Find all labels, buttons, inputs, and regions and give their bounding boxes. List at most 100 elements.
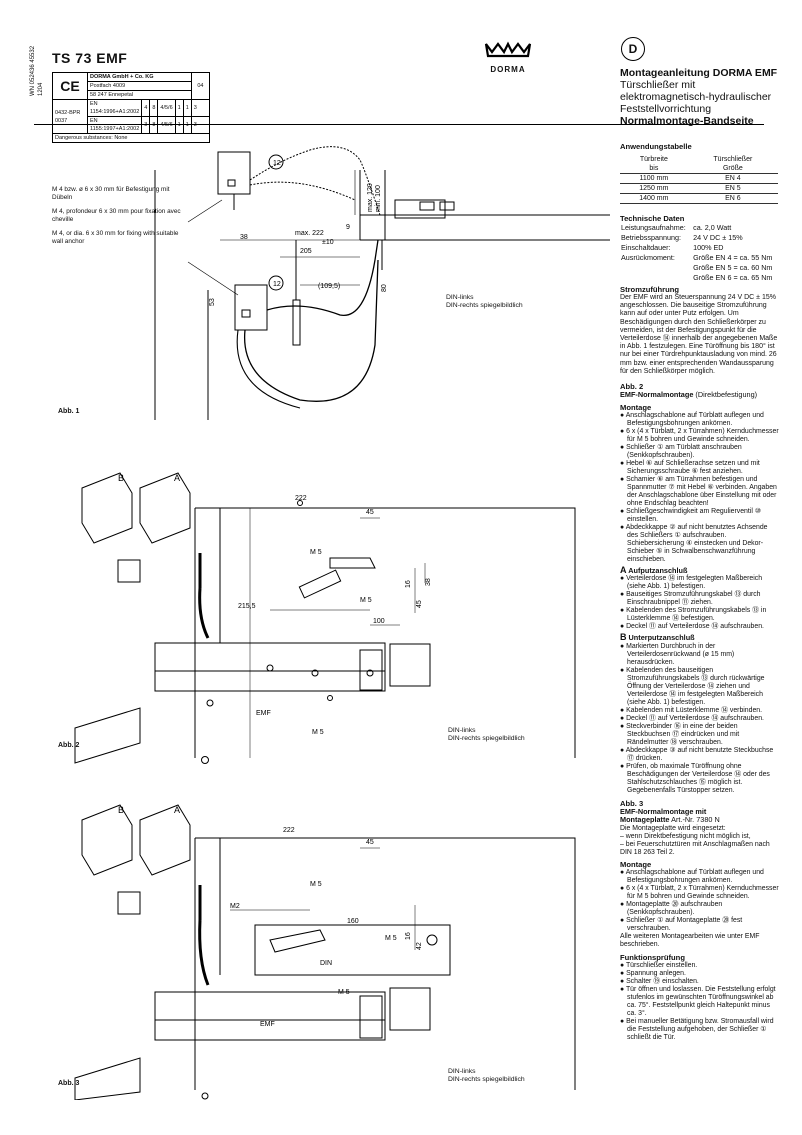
dorma-logo: DORMA xyxy=(480,40,536,74)
abb2-montage: Montage xyxy=(620,402,652,412)
fig2-dim-38: 38 xyxy=(425,578,432,586)
abb3-montage: Montage xyxy=(620,860,652,869)
fig1-dim-9: 9 xyxy=(346,224,350,231)
list-item: ● Abdeckkappe ③ auf nicht benutzte Steck… xyxy=(620,746,774,762)
intro-line: – bei Feuerschutztüren mit Anschlagmaßen… xyxy=(620,841,770,856)
fig3-dim-45: 45 xyxy=(366,839,374,846)
list-item: ● Hebel ⑥ auf Schließerachse setzen und … xyxy=(620,459,760,475)
list-item: ● Kabelenden des Stromzuführungskabels ⑬… xyxy=(620,607,767,623)
list-item: ● Kabelenden mit Lüsterklemme ⑭ verbinde… xyxy=(620,706,763,714)
fig3-dim-42: 42 xyxy=(416,942,423,950)
tech-val: 100% ED xyxy=(693,243,724,252)
list-item: ● Montageplatte ⑳ aufschrauben (Senkkopf… xyxy=(620,901,723,916)
doc-title-line3: elektromagnetisch-hydraulischer xyxy=(620,91,772,103)
fig2-diagram: B A 222 45 M 5 M 5 M 5 215,5 100 16 45 3… xyxy=(74,472,576,764)
fig2-dim-100: 100 xyxy=(373,618,385,625)
fig3-m5b: M 5 xyxy=(385,935,397,942)
fig1-din-label: DIN-links DIN-rechts spiegelbildlich xyxy=(446,294,523,310)
logo-text: DORMA xyxy=(490,65,526,74)
caption-abb3: Abb. 3 xyxy=(58,1080,80,1087)
cell: 1250 mm xyxy=(620,183,688,194)
tech-heading: Technische Daten xyxy=(620,214,685,223)
header-rule xyxy=(34,124,764,125)
list-item: ● Bei manueller Betätigung bzw. Stromaus… xyxy=(620,1018,774,1041)
norm-2-val: 3 xyxy=(141,116,151,134)
funktion-list: ● Türschließer einstellen. ● Spannung an… xyxy=(620,962,780,1042)
fig2-m5b: M 5 xyxy=(360,597,372,604)
fig1-dim-80: 80 xyxy=(381,284,388,292)
fig2-dim-45b: 45 xyxy=(416,600,423,608)
company-name: DORMA GmbH + Co. KG xyxy=(86,72,192,82)
norm-1-val: 1 xyxy=(174,99,184,117)
fig3-din-mark: DIN xyxy=(320,960,332,967)
dangerous-substances: Dangerous substances: None xyxy=(52,133,210,143)
list-item: ● Tür öffnen und loslassen. Die Feststel… xyxy=(620,986,776,1017)
a-title: Aufputzanschluß xyxy=(628,565,688,575)
norm-2: EN 1155:1997+A1:2002 xyxy=(86,116,143,134)
list-item: ● Schalter ⑲ einschalten. xyxy=(620,978,699,985)
doc-title-line1: Montageanleitung DORMA EMF xyxy=(620,67,778,79)
cell: 1100 mm xyxy=(620,173,688,184)
fig2-din-label: DIN-links DIN-rechts spiegelbildlich xyxy=(448,727,525,743)
funktion-heading: Funktionsprüfung xyxy=(620,953,685,962)
caption-abb1: Abb. 1 xyxy=(58,408,80,415)
list-item: ● 6 x (4 x Türblatt, 2 x Türrahmen) Kern… xyxy=(620,427,779,443)
address-2: 58 247 Ennepetal xyxy=(86,90,192,100)
list-item: ● Schließer ① auf Montageplatte ⑳ fest v… xyxy=(620,917,743,932)
b-list: ● Markierten Durchbruch in der Verteiler… xyxy=(620,643,780,795)
ce-mark: CE xyxy=(52,72,88,100)
list-item: ● Spannung anlegen. xyxy=(620,970,686,977)
fig3-emf-label: EMF xyxy=(260,1021,275,1028)
tech-key: Einschaltdauer: xyxy=(621,243,671,252)
fig3-m2: M2 xyxy=(230,903,240,910)
intro-line: Die Montageplatte wird eingesetzt: xyxy=(620,825,726,832)
abb2-sub2: (Direktbefestigung) xyxy=(695,390,758,400)
list-item: ● Anschlagschablone auf Türblatt auflege… xyxy=(620,411,764,427)
list-item: ● Türschließer einstellen. xyxy=(620,962,698,969)
abb3-sub2: Montageplatte xyxy=(620,815,670,825)
strom-text: Der EMF wird an Steuerspannung 24 V DC ±… xyxy=(620,294,778,375)
fig1-callout-12b: 12 xyxy=(273,281,281,288)
tech-val: ca. 2,0 Watt xyxy=(693,223,732,232)
anw-col2b: Größe xyxy=(722,165,743,172)
abb3-sub: EMF-Normalmontage mit xyxy=(620,806,707,816)
fig1-callout-12a: 12 xyxy=(273,160,281,167)
doc-title: Montageanleitung DORMA EMF Türschließer … xyxy=(620,67,777,127)
abb2-heading: Abb. 2 xyxy=(620,382,644,392)
fig1-notes: M 4 bzw. ø 6 x 30 mm für Befestigung mit… xyxy=(52,186,187,246)
fig1-dim-pm10: ±10 xyxy=(322,239,334,246)
abb3-tail: Alle weiteren Montagearbeiten wie unter … xyxy=(620,933,760,948)
list-item: ● Schließer ① am Türblatt anschrauben (S… xyxy=(620,443,742,459)
fig3-dim-160: 160 xyxy=(347,918,359,925)
fig3-din-label: DIN-links DIN-rechts spiegelbildlich xyxy=(448,1068,525,1084)
norm-1: EN 1154:1996+A1:2002 xyxy=(86,99,143,117)
fig2-emf-label: EMF xyxy=(256,710,271,717)
tech-val: Größe EN 6 = ca. 65 Nm xyxy=(693,273,773,282)
doc-title-line2: Türschließer mit xyxy=(620,79,696,91)
norm-1-val: 4/5/6 xyxy=(157,99,176,117)
intro-line: – wenn Direktbefestigung nicht möglich i… xyxy=(620,833,751,840)
fig1-dim-205: 205 xyxy=(300,248,312,255)
norm-2-val: 3 xyxy=(190,116,211,134)
tech-key: Ausrückmoment: xyxy=(621,253,675,262)
list-item: ● Abdeckkappe ② auf nicht benutztes Achs… xyxy=(620,523,768,563)
tech-val: Größe EN 4 = ca. 55 Nm xyxy=(693,253,773,262)
fig2-m5a: M 5 xyxy=(310,549,322,556)
fig1-dim-38: 38 xyxy=(240,234,248,241)
cell: EN 5 xyxy=(687,183,778,194)
fig3-dim-222: 222 xyxy=(283,827,295,834)
fig2-box-a-label: A xyxy=(174,473,180,483)
fig2-dim-45: 45 xyxy=(366,509,374,516)
din-links: DIN-links xyxy=(446,294,474,301)
abb3-heading: Abb. 3 xyxy=(620,798,644,808)
din-rechts: DIN-rechts spiegelbildlich xyxy=(448,735,525,742)
norm-1-val: 1 xyxy=(182,99,192,117)
fig2-box-b-label: B xyxy=(118,473,124,483)
abb3-list: ● Anschlagschablone auf Türblatt auflege… xyxy=(620,869,780,933)
anw-col1: Türbreite xyxy=(639,156,668,163)
tech-key xyxy=(620,263,692,273)
